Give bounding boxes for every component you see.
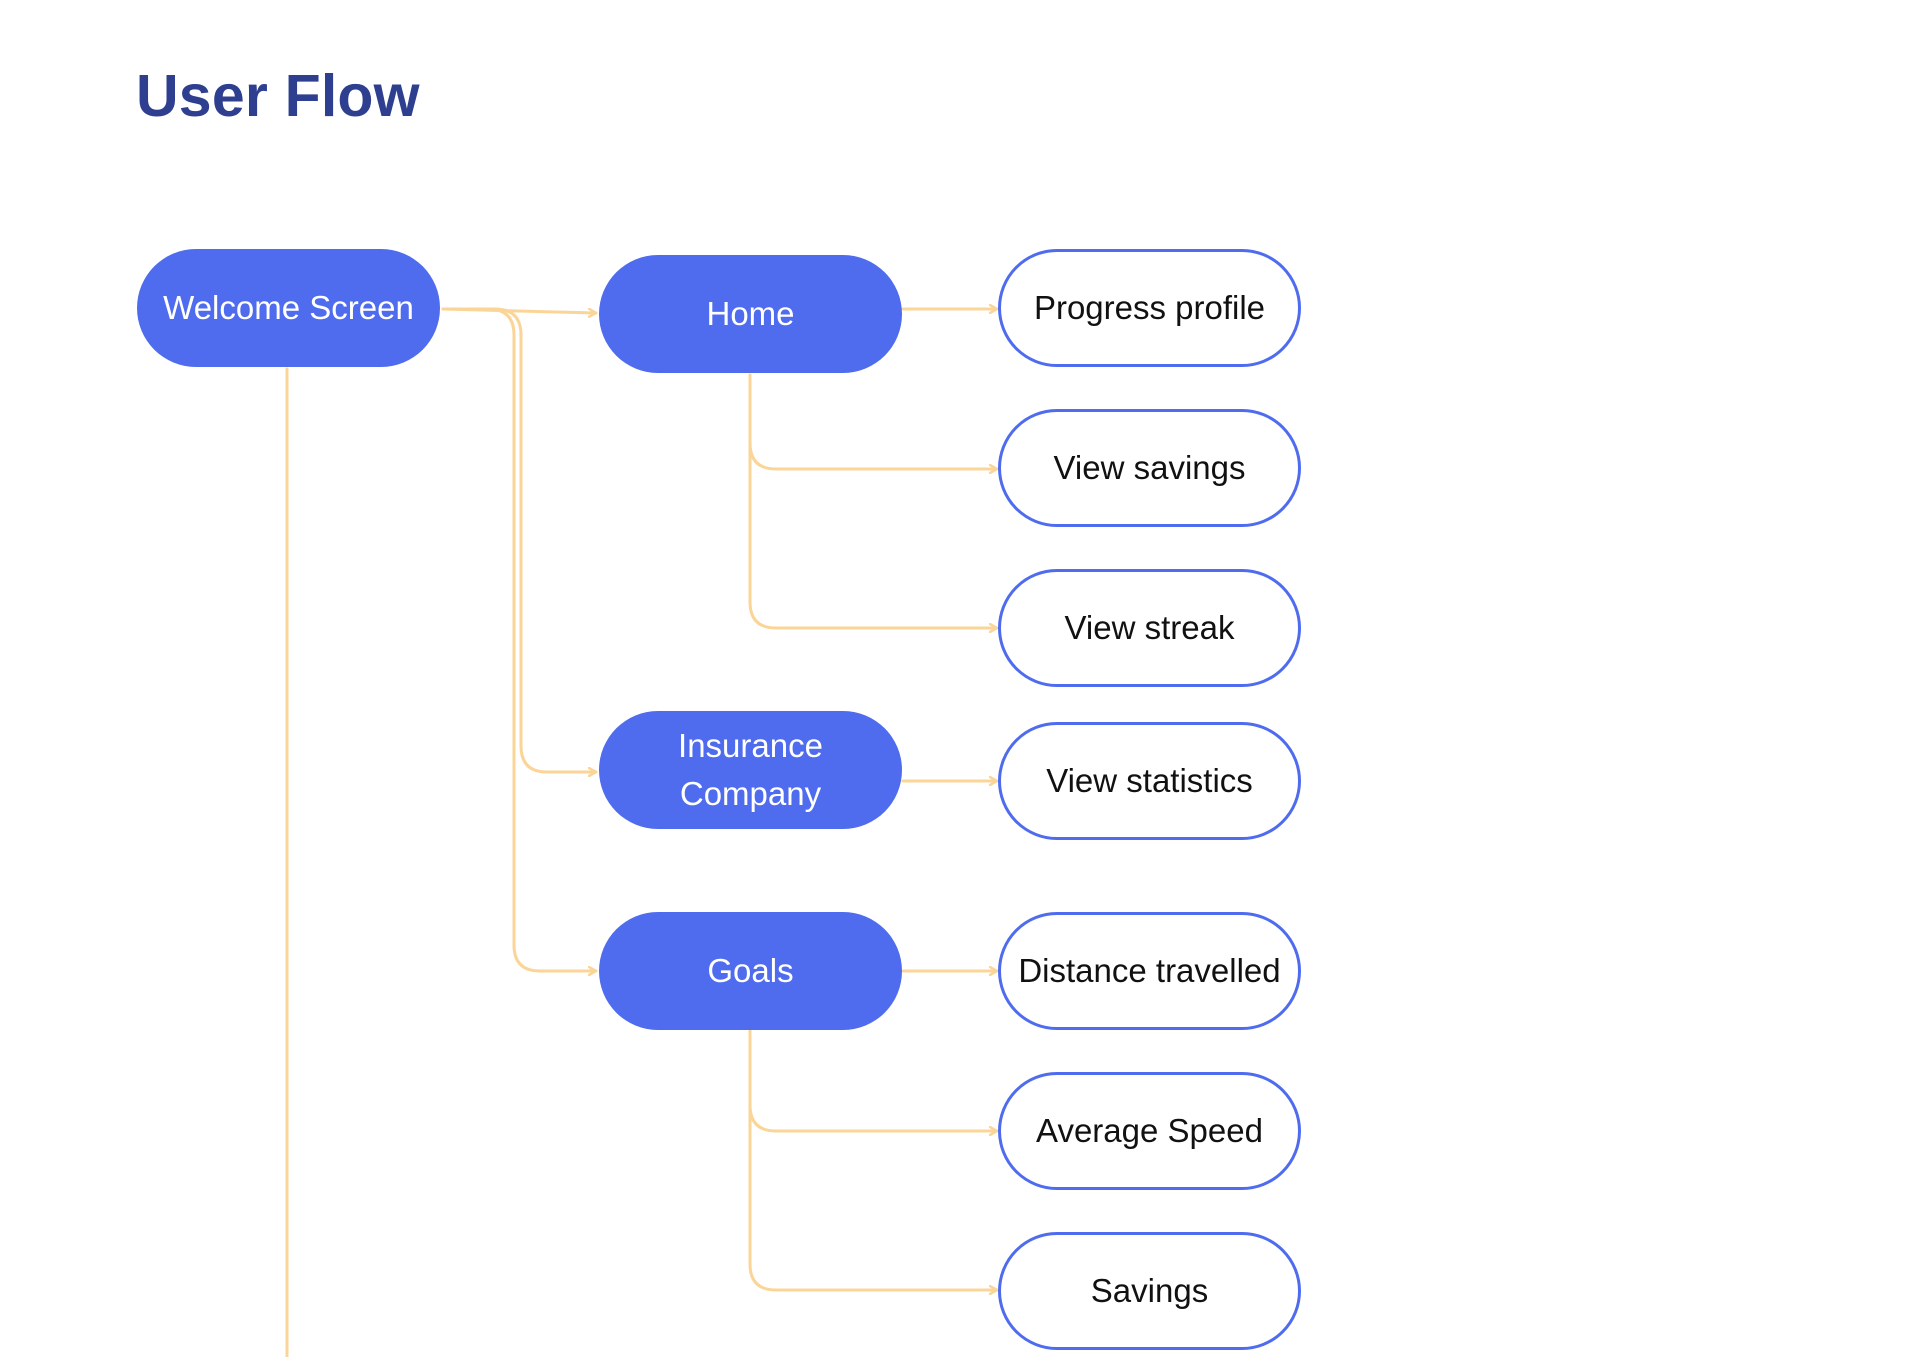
node-view-statistics[interactable]: View statistics xyxy=(998,722,1301,840)
edge-welcome-to-goals xyxy=(441,307,598,971)
page-title: User Flow xyxy=(136,63,420,129)
node-label: Savings xyxy=(1090,1272,1209,1309)
node-goals[interactable]: Goals xyxy=(599,912,902,1030)
node-label: Average Speed xyxy=(1036,1112,1263,1149)
node-home[interactable]: Home xyxy=(599,255,902,373)
node-label: View savings xyxy=(1053,449,1246,486)
node-insurance-company[interactable]: Insurance Company xyxy=(599,711,902,829)
node-label: Goals xyxy=(707,952,794,989)
edge-goals-to-average-speed xyxy=(748,1029,999,1131)
node-label: Insurance Company xyxy=(678,727,823,812)
node-label: View statistics xyxy=(1046,762,1253,799)
node-label: View streak xyxy=(1064,609,1235,646)
node-view-savings[interactable]: View savings xyxy=(998,409,1301,527)
node-distance-travelled[interactable]: Distance travelled xyxy=(998,912,1301,1030)
node-savings[interactable]: Savings xyxy=(998,1232,1301,1350)
node-label: Welcome Screen xyxy=(163,289,414,326)
edge-home-to-view-savings xyxy=(748,373,999,469)
node-average-speed[interactable]: Average Speed xyxy=(998,1072,1301,1190)
edge-goals-to-savings xyxy=(748,1029,999,1290)
node-label: Progress profile xyxy=(1033,289,1266,326)
edge-home-to-view-streak xyxy=(748,373,999,628)
node-welcome-screen[interactable]: Welcome Screen xyxy=(137,249,440,367)
node-label: Distance travelled xyxy=(1018,952,1281,989)
node-progress-profile[interactable]: Progress profile xyxy=(998,249,1301,367)
node-view-streak[interactable]: View streak xyxy=(998,569,1301,687)
node-label: Home xyxy=(706,295,795,332)
edge-welcome-to-insurance xyxy=(441,307,598,772)
